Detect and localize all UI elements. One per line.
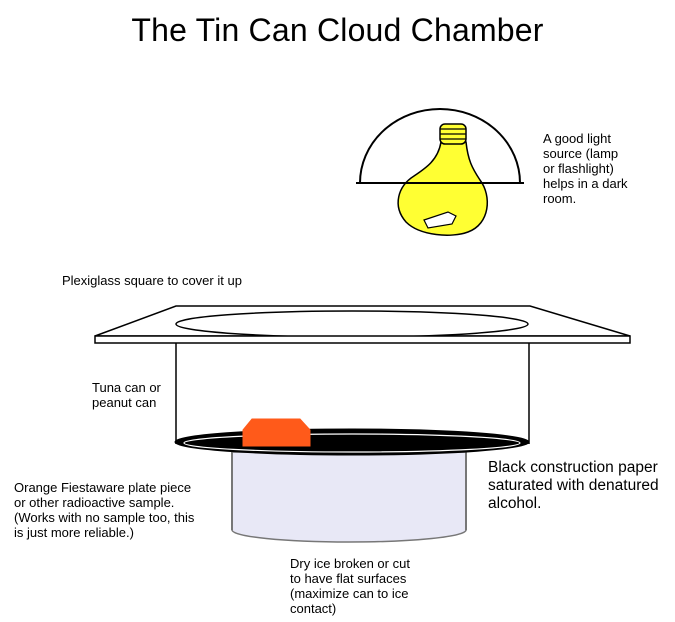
dry-ice-block bbox=[231, 451, 467, 543]
label-dry-ice: Dry ice broken or cut to have flat surfa… bbox=[290, 556, 410, 616]
label-sample: Orange Fiestaware plate piece or other r… bbox=[14, 480, 195, 540]
black-construction-paper bbox=[174, 428, 530, 456]
label-tuna-can: Tuna can or peanut can bbox=[92, 380, 161, 410]
plexiglass-square bbox=[94, 305, 631, 344]
tuna-can bbox=[175, 343, 530, 444]
label-light-source: A good light source (lamp or flashlight)… bbox=[543, 131, 628, 206]
diagram-title: The Tin Can Cloud Chamber bbox=[131, 12, 544, 48]
radioactive-sample bbox=[242, 418, 311, 447]
lamp-shade bbox=[359, 108, 521, 184]
light-bulb-icon bbox=[397, 123, 488, 236]
label-plexiglass: Plexiglass square to cover it up bbox=[62, 273, 242, 288]
label-black-paper: Black construction paper saturated with … bbox=[488, 459, 659, 512]
